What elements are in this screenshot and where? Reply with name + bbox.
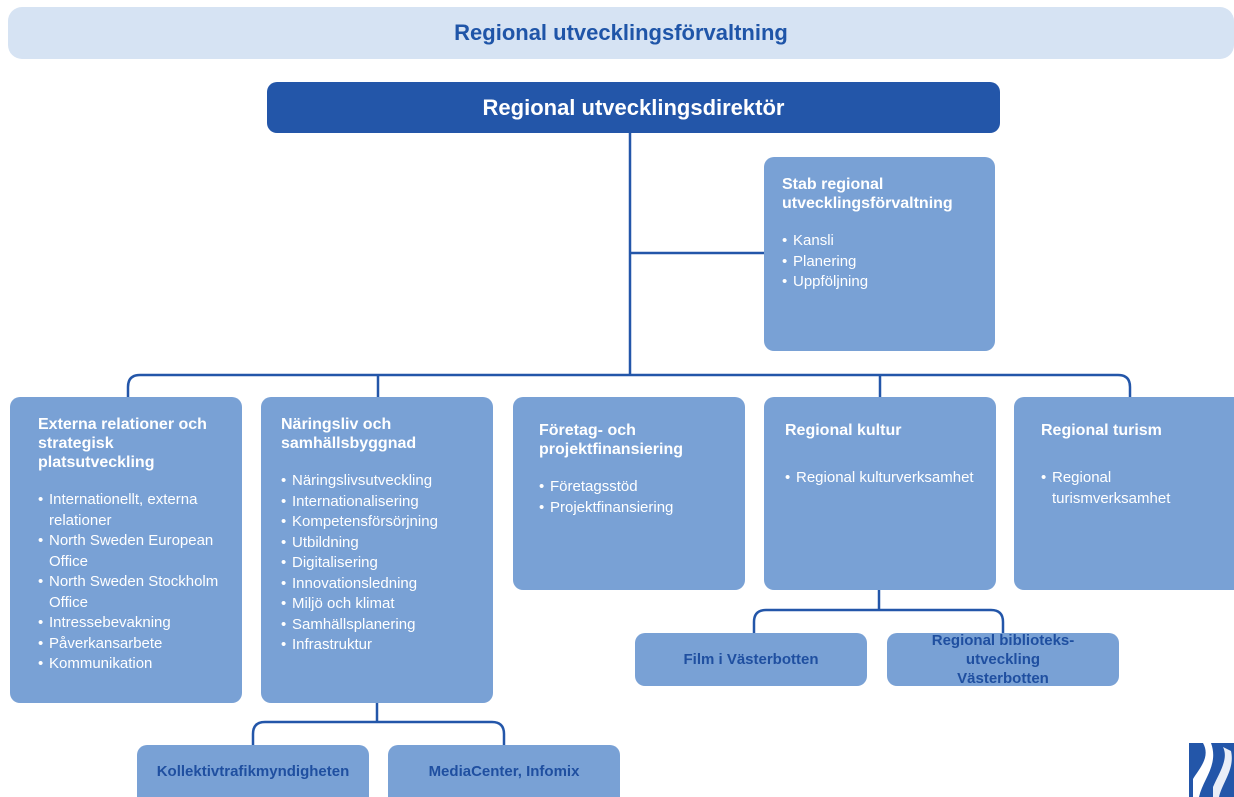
- department-title: Externa relationer och strategisk platsu…: [38, 416, 207, 471]
- department-title: Företag- och projektfinansiering: [539, 422, 684, 458]
- list-item: North Sweden European Office: [38, 531, 232, 572]
- list-item: Utbildning: [281, 533, 483, 554]
- unit-label: Film i Västerbotten: [683, 651, 819, 668]
- list-item: Regional kulturverksamhet: [785, 468, 986, 489]
- director-title: Regional utvecklingsdirektör: [482, 94, 785, 120]
- unit-bibliotek: Regional biblioteks-utveckling Västerbot…: [887, 632, 1119, 687]
- unit-label: Regional biblioteks-utveckling Västerbot…: [931, 632, 1075, 687]
- header-title: Regional utvecklingsförvaltning: [454, 20, 788, 45]
- region-logo-icon: [1189, 743, 1234, 797]
- staff-box: Stab regional utvecklingsförvaltning Kan…: [764, 157, 995, 351]
- list-item: Kansli: [782, 231, 985, 252]
- header-banner: Regional utvecklingsförvaltning: [8, 7, 1234, 59]
- department-list: Regional kulturverksamhet: [785, 468, 986, 489]
- staff-list: Kansli Planering Uppföljning: [782, 231, 985, 293]
- staff-title: Stab regional utvecklingsförvaltning: [782, 176, 953, 212]
- list-item: Regional turismverksamhet: [1041, 468, 1224, 509]
- department-externa: Externa relationer och strategisk platsu…: [10, 397, 242, 703]
- list-item: Uppföljning: [782, 272, 985, 293]
- list-item: Internationellt, externa relationer: [38, 490, 232, 531]
- list-item: Påverkansarbete: [38, 634, 232, 655]
- department-foretag: Företag- och projektfinansiering Företag…: [513, 397, 745, 590]
- unit-film: Film i Västerbotten: [635, 633, 867, 686]
- list-item: Intressebevakning: [38, 613, 232, 634]
- list-item: Innovationsledning: [281, 574, 483, 595]
- department-turism: Regional turism Regional turismverksamhe…: [1014, 397, 1234, 590]
- department-list: Företagsstöd Projektfinansiering: [539, 477, 735, 518]
- list-item: Företagsstöd: [539, 477, 735, 498]
- department-list: Internationellt, externa relationer Nort…: [38, 490, 232, 675]
- list-item: Internationalisering: [281, 492, 483, 513]
- department-list: Näringslivsutveckling Internationaliseri…: [281, 471, 483, 656]
- list-item: North Sweden Stockholm Office: [38, 572, 232, 613]
- list-item: Kommunikation: [38, 654, 232, 675]
- list-item: Kompetensförsörjning: [281, 512, 483, 533]
- list-item: Näringslivsutveckling: [281, 471, 483, 492]
- list-item: Infrastruktur: [281, 635, 483, 656]
- unit-label: Kollektivtrafikmyndigheten: [156, 762, 350, 780]
- unit-label: MediaCenter, Infomix: [428, 762, 580, 780]
- list-item: Samhällsplanering: [281, 615, 483, 636]
- department-naringsliv: Näringsliv och samhällsbyggnad Näringsli…: [261, 397, 493, 703]
- department-list: Regional turismverksamhet: [1041, 468, 1224, 509]
- department-title: Regional kultur: [785, 422, 902, 439]
- director-box: Regional utvecklingsdirektör: [267, 82, 1000, 133]
- department-title: Regional turism: [1041, 422, 1162, 439]
- list-item: Planering: [782, 252, 985, 273]
- list-item: Digitalisering: [281, 553, 483, 574]
- department-kultur: Regional kultur Regional kulturverksamhe…: [764, 397, 996, 590]
- list-item: Miljö och klimat: [281, 594, 483, 615]
- unit-mediacenter: MediaCenter, Infomix: [388, 745, 620, 797]
- unit-kollektivtrafikmyndigheten: Kollektivtrafikmyndigheten: [137, 745, 369, 797]
- department-title: Näringsliv och samhällsbyggnad: [281, 416, 417, 452]
- list-item: Projektfinansiering: [539, 498, 735, 519]
